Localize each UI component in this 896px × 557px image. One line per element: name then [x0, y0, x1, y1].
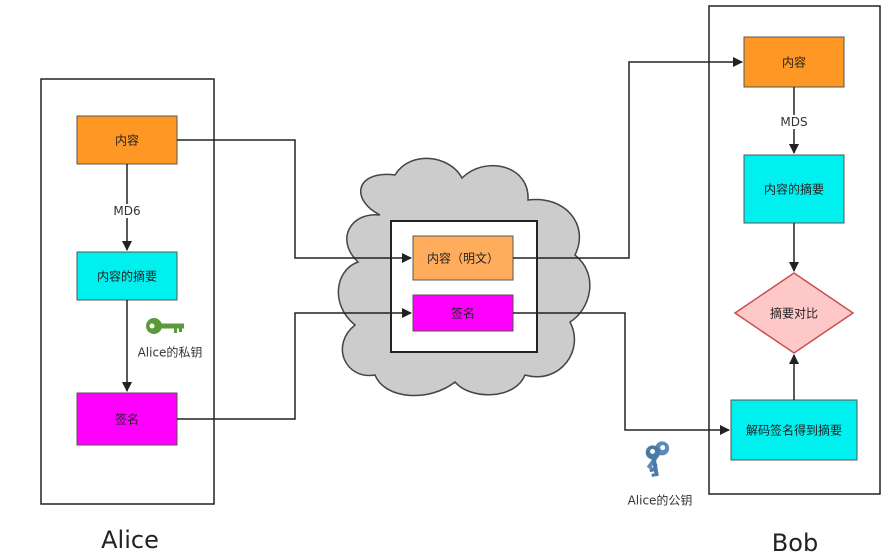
bob-container: [708, 5, 881, 495]
alice-container: [40, 78, 215, 505]
bob-compare-label: 摘要对比: [769, 306, 819, 321]
bob-decrypt-label: 解码签名得到摘要: [745, 423, 843, 438]
cloud-content-box[interactable]: [412, 235, 514, 281]
public-key-label: Alice的公钥: [625, 491, 695, 509]
private-key-icon: [146, 318, 184, 334]
cloud-signature-label: 签名: [450, 306, 476, 321]
arrow-cloud-content-to-bob: [513, 57, 743, 259]
alice-digest-label: 内容的摘要: [96, 269, 158, 284]
bob-title: Bob: [771, 529, 819, 557]
bob-content-label: 内容: [781, 55, 807, 70]
arrow-alice-signature-to-cloud: [177, 308, 412, 420]
bob-hash-label: MDS: [778, 115, 810, 129]
alice-private-key-label: Alice的私钥: [135, 343, 205, 361]
alice-digest-box[interactable]: [76, 251, 178, 301]
arrow-alice-content-to-cloud: [177, 139, 412, 263]
bob-content-box[interactable]: [743, 36, 845, 88]
bob-digest-box[interactable]: [743, 154, 845, 224]
bob-compare-diamond[interactable]: [733, 272, 855, 354]
cloud-content-label: 内容（明文）: [426, 251, 500, 266]
public-key-icon: [645, 441, 670, 477]
arrow-cloud-signature-to-bob: [513, 312, 730, 435]
bob-decrypt-box[interactable]: [730, 399, 858, 461]
alice-content-label: 内容: [114, 133, 140, 148]
alice-signature-label: 签名: [114, 412, 140, 427]
bob-digest-label: 内容的摘要: [763, 182, 825, 197]
alice-hash-label: MD6: [111, 204, 143, 218]
alice-title: Alice: [101, 526, 159, 554]
